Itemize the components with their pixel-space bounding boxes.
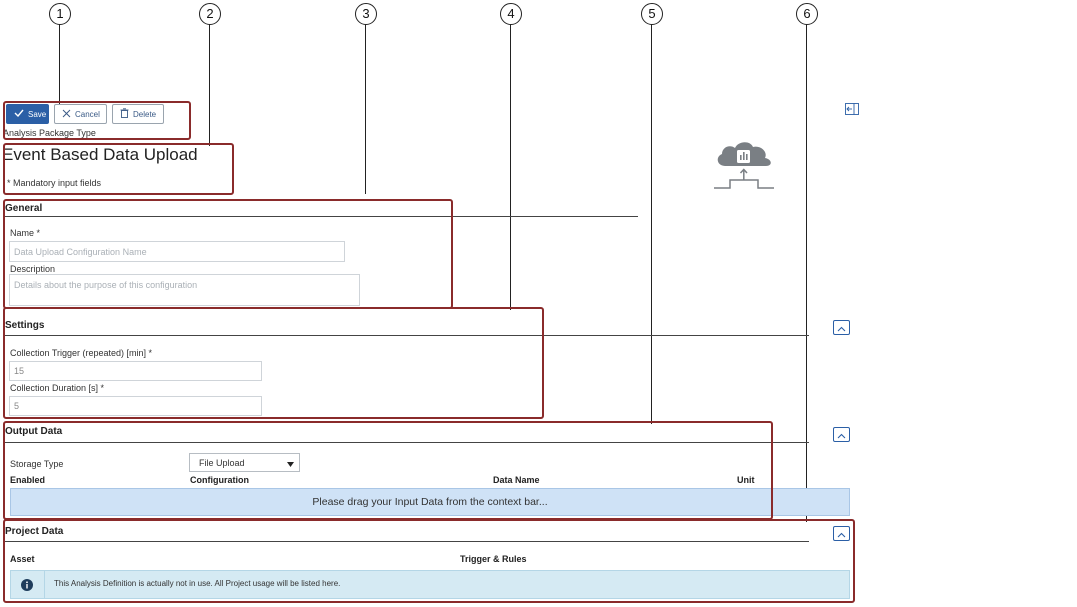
cancel-button[interactable]: Cancel bbox=[54, 104, 107, 124]
chevron-up-icon bbox=[837, 426, 846, 444]
close-icon bbox=[62, 109, 71, 120]
output-divider bbox=[5, 442, 809, 443]
collection-trigger-label: Collection Trigger (repeated) [min] * bbox=[10, 348, 153, 358]
caret-down-icon bbox=[287, 459, 294, 469]
callout-leader-6 bbox=[806, 24, 808, 522]
col-unit: Unit bbox=[737, 475, 755, 485]
callout-2: 2 bbox=[199, 3, 221, 25]
project-divider bbox=[5, 541, 809, 542]
highlight-box-output bbox=[3, 421, 773, 520]
description-textarea[interactable] bbox=[9, 274, 360, 306]
callout-leader-3 bbox=[365, 24, 367, 194]
general-section-title: General bbox=[5, 203, 43, 214]
cancel-label: Cancel bbox=[75, 109, 100, 119]
settings-section-title: Settings bbox=[5, 320, 45, 331]
collection-trigger-input[interactable] bbox=[9, 361, 262, 381]
col-configuration: Configuration bbox=[190, 475, 249, 485]
project-info-text: This Analysis Definition is actually not… bbox=[54, 579, 341, 588]
storage-type-select[interactable]: File Upload bbox=[189, 453, 300, 472]
name-label: Name * bbox=[10, 228, 41, 238]
highlight-box-header bbox=[3, 143, 234, 195]
sidebar-collapse-icon[interactable] bbox=[845, 102, 859, 115]
callout-3: 3 bbox=[355, 3, 377, 25]
name-input[interactable] bbox=[9, 241, 345, 262]
highlight-box-general bbox=[3, 199, 453, 309]
description-label: Description bbox=[10, 264, 56, 274]
output-section-title: Output Data bbox=[5, 426, 63, 437]
page-title: Event Based Data Upload bbox=[2, 145, 198, 164]
collection-duration-label: Collection Duration [s] * bbox=[10, 383, 105, 393]
project-info-banner: This Analysis Definition is actually not… bbox=[10, 570, 850, 599]
check-icon bbox=[14, 109, 24, 119]
cloud-upload-icon bbox=[712, 140, 776, 192]
highlight-box-project bbox=[3, 519, 855, 603]
col-data-name: Data Name bbox=[493, 475, 540, 485]
chevron-up-icon bbox=[837, 319, 846, 337]
input-data-drop-zone[interactable]: Please drag your Input Data from the con… bbox=[10, 488, 850, 516]
save-label: Save bbox=[28, 109, 47, 119]
storage-type-label: Storage Type bbox=[10, 459, 64, 469]
callout-6: 6 bbox=[796, 3, 818, 25]
callout-4: 4 bbox=[500, 3, 522, 25]
drop-zone-hint: Please drag your Input Data from the con… bbox=[312, 496, 548, 508]
chevron-up-icon bbox=[837, 525, 846, 543]
highlight-box-toolbar bbox=[3, 101, 191, 140]
settings-collapse-button[interactable] bbox=[833, 320, 850, 335]
callout-leader-5 bbox=[651, 24, 653, 424]
callout-5: 5 bbox=[641, 3, 663, 25]
callout-1: 1 bbox=[49, 3, 71, 25]
delete-label: Delete bbox=[133, 109, 157, 119]
trash-icon bbox=[120, 108, 129, 120]
col-asset: Asset bbox=[10, 554, 35, 564]
general-divider bbox=[5, 216, 638, 217]
callout-leader-4 bbox=[510, 24, 512, 310]
save-button[interactable]: Save bbox=[6, 104, 49, 124]
col-enabled: Enabled bbox=[10, 475, 46, 485]
settings-divider bbox=[5, 335, 809, 336]
package-type-label: Analysis Package Type bbox=[3, 128, 96, 138]
collection-duration-input[interactable] bbox=[9, 396, 262, 416]
info-icon bbox=[21, 578, 33, 596]
callout-leader-2 bbox=[209, 24, 211, 146]
highlight-box-settings bbox=[3, 307, 544, 419]
delete-button[interactable]: Delete bbox=[112, 104, 164, 124]
col-trigger-rules: Trigger & Rules bbox=[460, 554, 527, 564]
mandatory-note: * Mandatory input fields bbox=[7, 178, 102, 188]
storage-type-value: File Upload bbox=[199, 458, 245, 468]
callout-leader-1 bbox=[59, 24, 61, 104]
project-section-title: Project Data bbox=[5, 526, 64, 537]
output-collapse-button[interactable] bbox=[833, 427, 850, 442]
project-collapse-button[interactable] bbox=[833, 526, 850, 541]
info-icon-cell bbox=[11, 571, 45, 598]
